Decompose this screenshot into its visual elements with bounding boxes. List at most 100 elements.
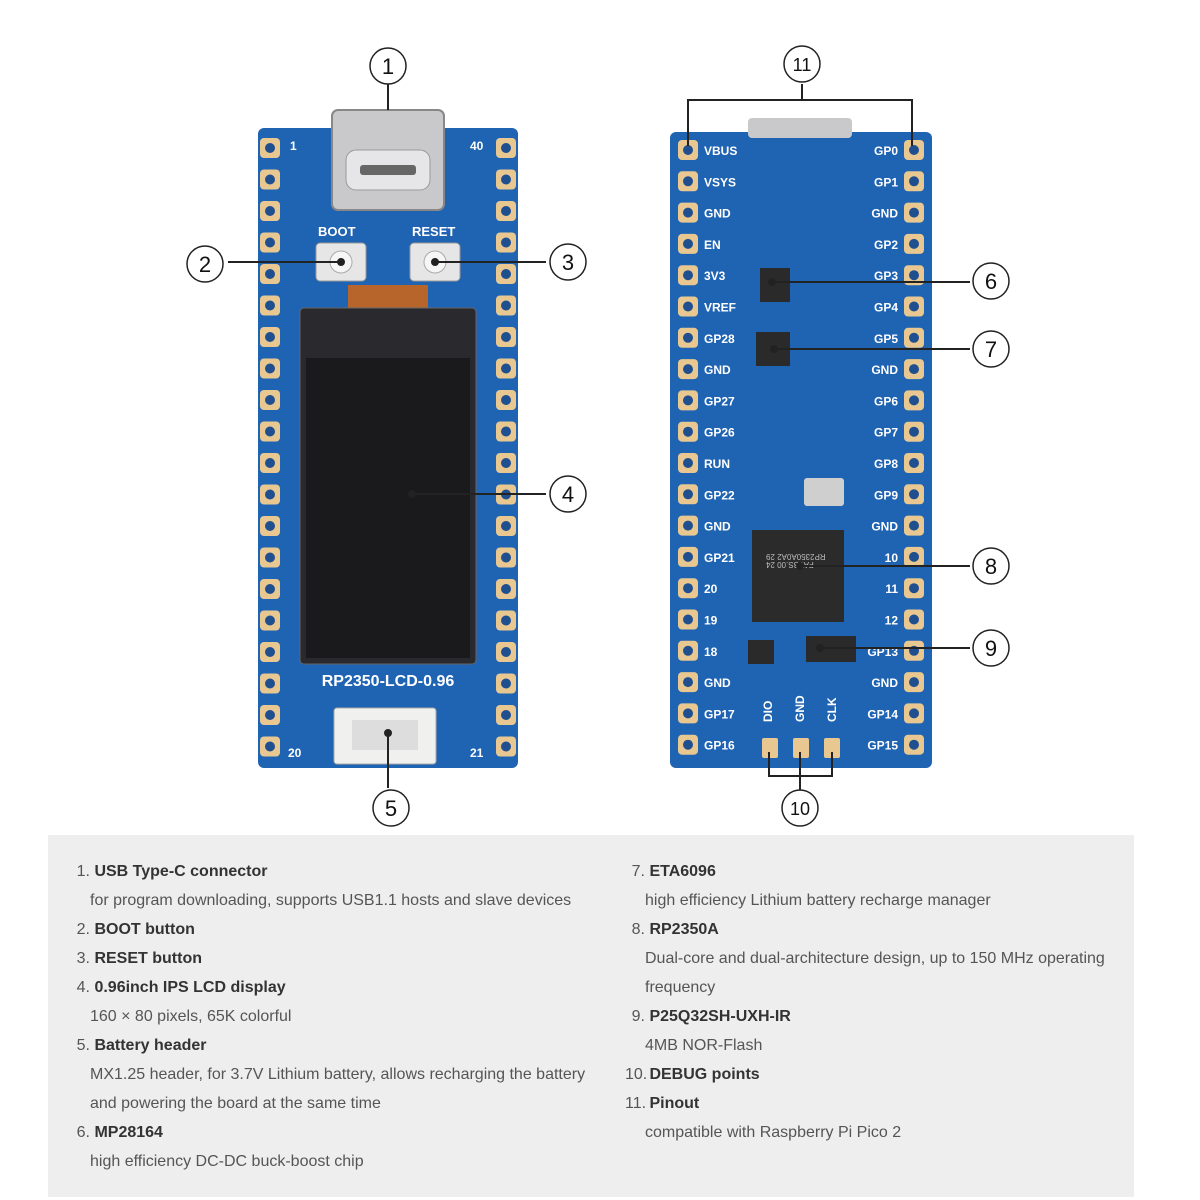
callout-9: 9 bbox=[985, 636, 997, 661]
pad-hole bbox=[909, 739, 919, 750]
pin-label-right: 10 bbox=[885, 551, 899, 565]
callout-2: 2 bbox=[199, 252, 211, 277]
legend-title: ETA6096 bbox=[645, 863, 716, 880]
pad-hole bbox=[265, 300, 275, 311]
pin-1-label: 1 bbox=[290, 139, 297, 153]
pad-hole bbox=[683, 583, 693, 594]
pad-hole bbox=[683, 301, 693, 312]
pad-hole bbox=[909, 583, 919, 594]
chip-marking-2: PAVBS.00 24 bbox=[765, 560, 813, 569]
pad-hole bbox=[501, 615, 511, 626]
legend-number: 4. bbox=[76, 979, 90, 996]
pad-hole bbox=[501, 521, 511, 531]
pad-hole bbox=[265, 206, 275, 216]
pad-hole bbox=[265, 426, 275, 437]
pin-label-left: VBUS bbox=[704, 144, 737, 158]
back-castellated-pads bbox=[678, 140, 924, 755]
pad-hole bbox=[501, 395, 511, 405]
pin-label-right: GP2 bbox=[874, 238, 898, 252]
pin-label-right: GP4 bbox=[874, 301, 898, 315]
debug-gnd-label: GND bbox=[793, 695, 807, 722]
legend-number: 3. bbox=[76, 950, 90, 967]
chip-marking-1: RP2350A0A2 29 bbox=[765, 552, 825, 561]
legend-number: 5. bbox=[76, 1037, 90, 1054]
pin-label-right: GND bbox=[871, 520, 898, 534]
pad-hole bbox=[265, 489, 275, 500]
pad-hole bbox=[501, 647, 511, 657]
debug-pad-dio bbox=[762, 738, 778, 758]
pad-hole bbox=[909, 489, 919, 500]
pad-hole bbox=[501, 741, 511, 752]
pad-hole bbox=[501, 300, 511, 311]
pad-hole bbox=[683, 645, 693, 656]
pad-hole bbox=[683, 739, 693, 750]
pad-hole bbox=[683, 207, 693, 218]
pad-hole bbox=[501, 363, 511, 374]
legend-description: for program downloading, supports USB1.1… bbox=[90, 892, 572, 909]
pin-label-right: GND bbox=[871, 363, 898, 377]
pin-label-left: GP21 bbox=[704, 551, 735, 565]
pad-hole bbox=[909, 426, 919, 437]
pad-hole bbox=[501, 332, 511, 342]
pad-hole bbox=[909, 551, 919, 562]
pad-hole bbox=[265, 363, 275, 374]
legend-item: 2. BOOT button bbox=[70, 915, 610, 944]
pin-label-left: VREF bbox=[704, 301, 736, 315]
front-board: 1 40 BOOT RESET RP2350-LCD-0.96 20 21 bbox=[258, 109, 518, 768]
legend-item: 4. 0.96inch IPS LCD display 160 × 80 pixe… bbox=[70, 973, 610, 1031]
pin-label-right: GND bbox=[871, 207, 898, 221]
legend-description: 160 × 80 pixels, 65K colorful bbox=[90, 1008, 292, 1025]
pad-hole bbox=[909, 708, 919, 719]
legend-title: MP28164 bbox=[90, 1124, 163, 1141]
pad-hole bbox=[683, 551, 693, 562]
pad-hole bbox=[265, 269, 275, 279]
legend-description: high efficiency DC-DC buck-boost chip bbox=[90, 1153, 364, 1170]
pin-label-left: GP27 bbox=[704, 394, 735, 408]
crystal bbox=[804, 478, 844, 506]
rp2350a-chip bbox=[752, 530, 844, 622]
legend-number: 7. bbox=[631, 863, 645, 880]
pad-hole bbox=[265, 143, 275, 153]
legend-description: and powering the board at the same time bbox=[90, 1095, 381, 1112]
pad-hole bbox=[683, 458, 693, 468]
pin-21-label: 21 bbox=[470, 746, 484, 760]
legend-item: 10. DEBUG points bbox=[625, 1060, 1125, 1089]
pad-hole bbox=[683, 364, 693, 375]
pad-hole bbox=[683, 145, 693, 155]
pad-hole bbox=[909, 301, 919, 312]
pin-40-label: 40 bbox=[470, 139, 484, 153]
pin-label-left: GP22 bbox=[704, 488, 735, 502]
board-name: RP2350-LCD-0.96 bbox=[322, 673, 455, 690]
pad-hole bbox=[683, 677, 693, 688]
legend-title: USB Type-C connector bbox=[90, 863, 268, 880]
callout-5: 5 bbox=[385, 796, 397, 821]
pad-hole bbox=[683, 489, 693, 500]
pad-hole bbox=[265, 237, 275, 248]
pad-hole bbox=[265, 647, 275, 657]
pin-label-left: GP28 bbox=[704, 332, 735, 346]
pad-hole bbox=[683, 708, 693, 719]
legend-description: Dual-core and dual-architecture design, … bbox=[645, 950, 1105, 967]
pin-label-right: GP1 bbox=[874, 175, 898, 189]
pin-label-right: GP8 bbox=[874, 457, 898, 471]
pin-label-right: GP0 bbox=[874, 144, 898, 158]
pin-label-left: 3V3 bbox=[704, 269, 726, 283]
pin-label-left: 19 bbox=[704, 614, 718, 628]
pad-hole bbox=[683, 426, 693, 437]
pin-label-right: GND bbox=[871, 676, 898, 690]
pad-hole bbox=[501, 237, 511, 248]
pad-hole bbox=[683, 332, 693, 343]
pad-hole bbox=[501, 552, 511, 563]
pad-hole bbox=[683, 614, 693, 625]
pad-hole bbox=[909, 520, 919, 531]
pad-hole bbox=[265, 458, 275, 468]
legend-number: 8. bbox=[631, 921, 645, 938]
pin-label-left: GND bbox=[704, 207, 731, 221]
pin-label-left: EN bbox=[704, 238, 721, 252]
legend-title: 0.96inch IPS LCD display bbox=[90, 979, 286, 996]
legend-title: Pinout bbox=[645, 1095, 700, 1112]
pad-hole bbox=[909, 332, 919, 343]
